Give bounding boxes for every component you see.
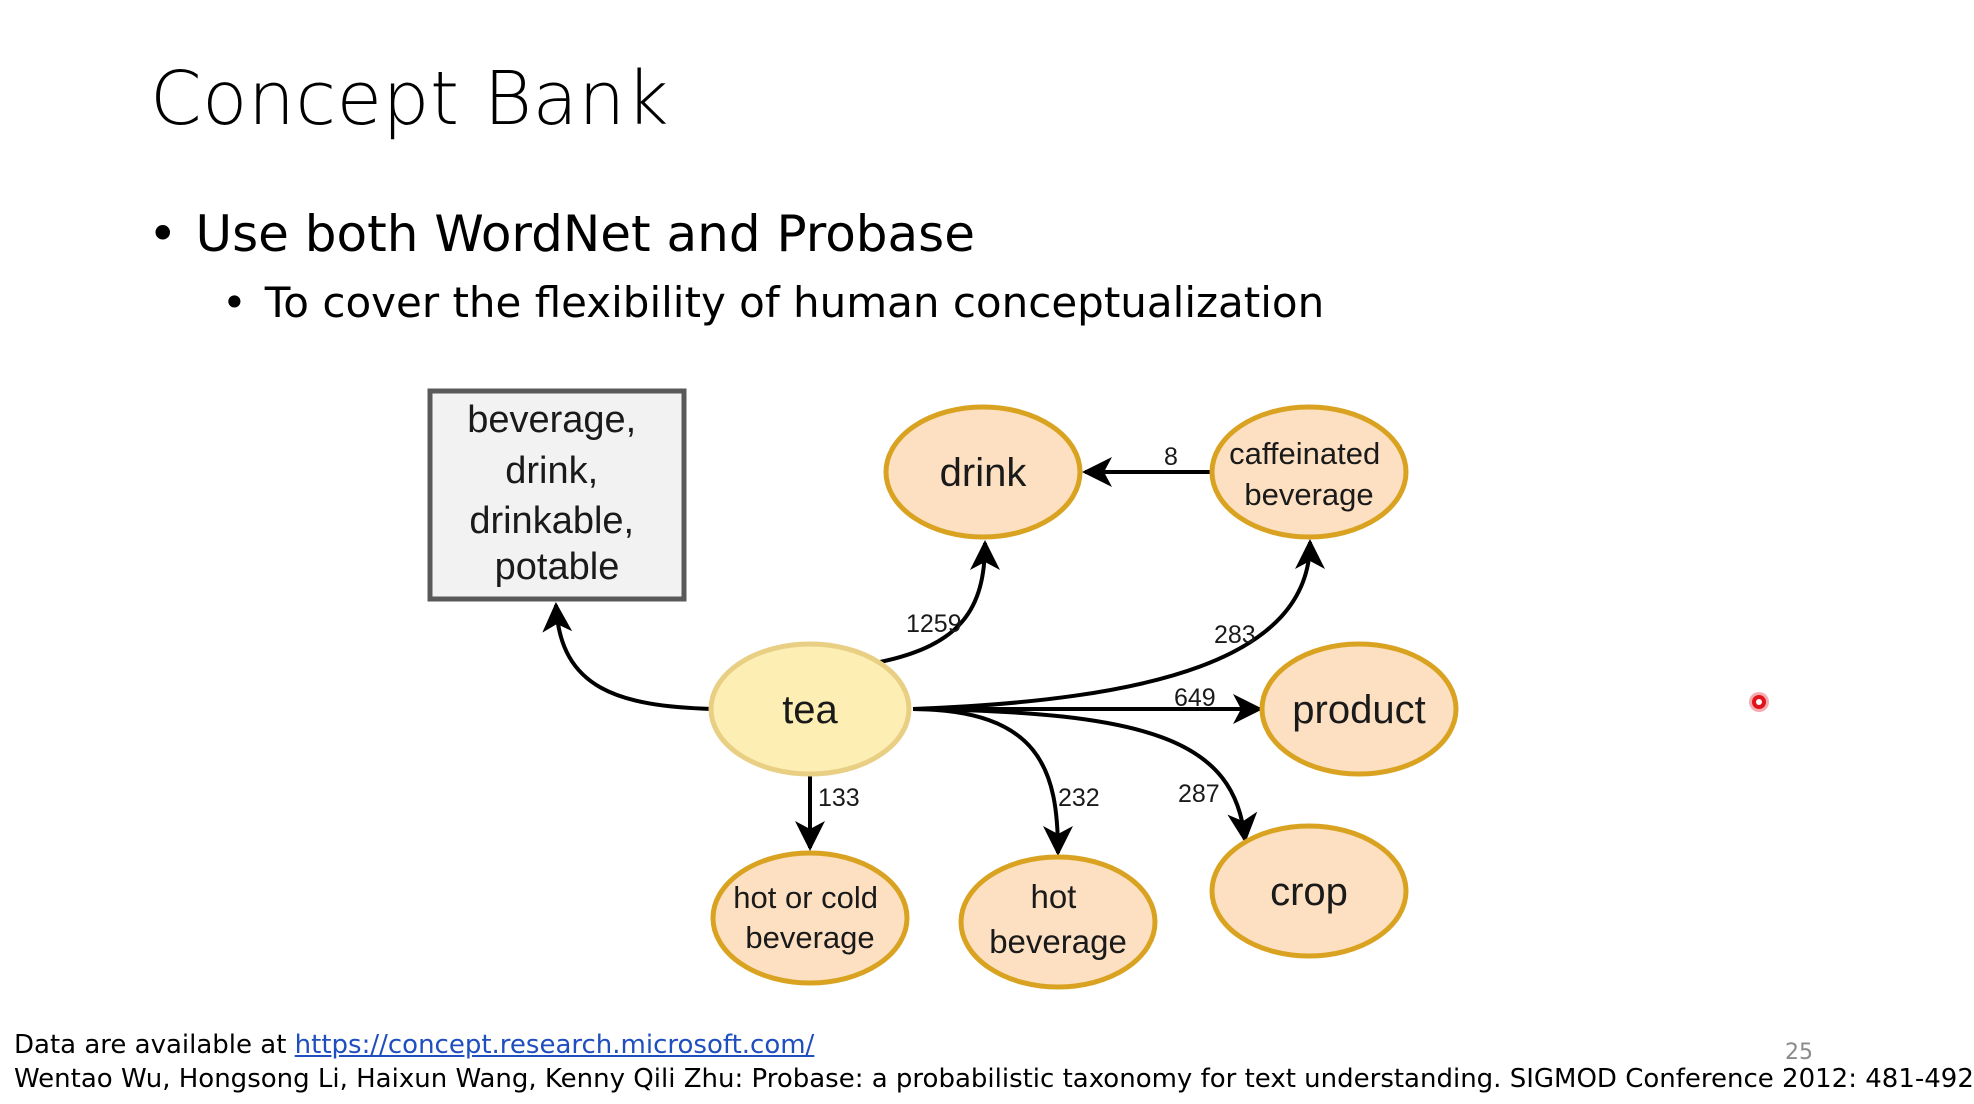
node-crop [1209,823,1409,959]
bullet-dot-icon: • [222,278,247,327]
edge-tea-hotbev [912,707,1073,856]
footer-citation: Wentao Wu, Hongsong Li, Haixun Wang, Ken… [14,1064,1974,1094]
edge-tea-drink [879,540,1000,664]
node-caffeinated-beverage [1209,404,1409,540]
slide-title: Concept Bank [150,56,670,142]
edge-tea-crop [912,707,1258,843]
edge-label-tea-hotorcold: 133 [818,784,860,812]
node-caffeinated-beverage-label: caffeinated beverage [1229,436,1389,512]
node-product [1259,641,1459,777]
footer-data-prefix: Data are available at [14,1030,295,1060]
bullet-level-2: • To cover the flexibility of human conce… [222,278,1324,327]
bullet-text: To cover the flexibility of human concep… [264,278,1325,327]
edge-tea-synset [542,602,713,711]
node-crop-label: crop [1270,870,1348,914]
node-tea [708,641,912,777]
edge-label-tea-caff: 283 [1214,621,1256,649]
footer-data-source: Data are available at https://concept.re… [14,1030,814,1060]
node-hot-or-cold-beverage [710,850,910,986]
synset-box-label: beverage, drink, drinkable, potable [467,399,647,588]
concept-data-link[interactable]: https://concept.research.microsoft.com/ [294,1030,815,1060]
bullet-level-1: • Use both WordNet and Probase [148,205,975,263]
node-drink [883,404,1083,540]
laser-pointer-icon [1752,695,1766,709]
bullet-dot-icon: • [148,205,178,263]
edge-label-tea-crop: 287 [1178,780,1220,808]
bullet-text: Use both WordNet and Probase [195,205,975,263]
synset-box [427,388,687,602]
node-hot-beverage-label: hot beverage [989,878,1127,960]
page-number: 25 [1785,1040,1813,1065]
node-hot-beverage [958,854,1158,990]
edge-label-tea-hotbev: 232 [1058,784,1100,812]
edge-label-caff-drink: 8 [1164,443,1178,471]
edges [542,457,1325,856]
node-drink-label: drink [940,451,1028,495]
node-tea-label: tea [782,688,838,732]
edge-label-tea-drink: 1259 [906,610,962,638]
node-product-label: product [1292,688,1425,732]
edge-tea-caff [912,539,1325,711]
node-hot-or-cold-beverage-label: hot or cold beverage [733,880,886,955]
edge-label-tea-product: 649 [1174,684,1216,712]
